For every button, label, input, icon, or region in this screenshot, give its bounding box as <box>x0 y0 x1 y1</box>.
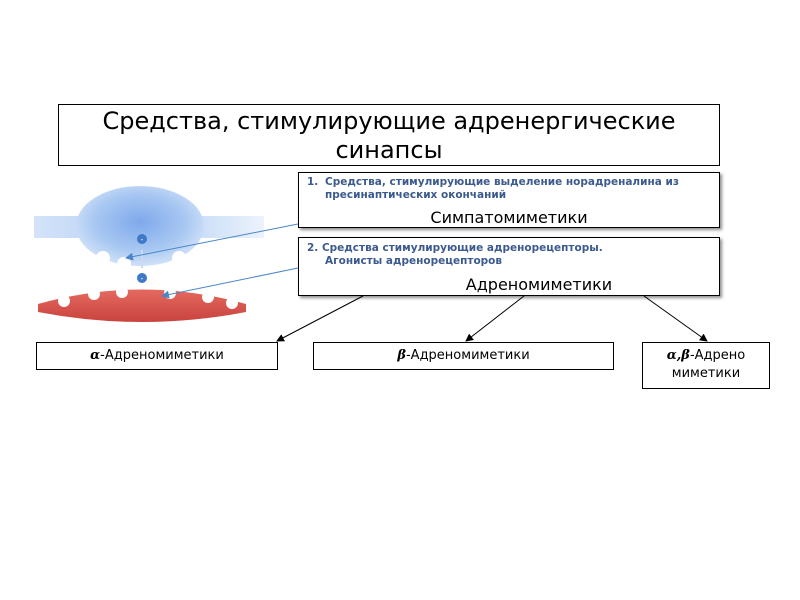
receptor <box>58 295 70 307</box>
subtype-greek: α <box>90 348 100 363</box>
presynaptic-terminal <box>34 186 264 271</box>
subtype-label: -Адреномиметики <box>406 348 530 363</box>
category-box-sympathomimetics: 1.Средства, стимулирующие выделение нора… <box>298 172 720 228</box>
svg-text:-: - <box>141 235 144 244</box>
subtype-alpha-box: α-Адреномиметики <box>36 342 278 370</box>
receptor <box>116 286 128 298</box>
subtype-greek: β <box>397 348 406 363</box>
postsynaptic-membrane <box>38 286 246 322</box>
category-description-line: Средства, стимулирующие выделение норадр… <box>325 176 679 188</box>
category-name: Адреномиметики <box>329 276 749 294</box>
category-description-line: Средства стимулирующие адренорецепторы. <box>322 242 603 254</box>
receptor <box>88 288 100 300</box>
subtype-greek: α,β <box>667 348 690 363</box>
subtype-label: миметики <box>672 366 740 381</box>
category-number: 2. <box>307 242 318 254</box>
category-description: 1.Средства, стимулирующие выделение нора… <box>307 176 715 202</box>
receptor <box>164 287 176 299</box>
page-title: Средства, стимулирующие адренергические … <box>58 104 720 166</box>
receptor <box>226 297 238 309</box>
category-box-adrenomimetics: 2. Средства стимулирующие адренорецептор… <box>298 237 720 296</box>
vesicle <box>96 251 110 265</box>
category-description-line: пресинаптических окончаний <box>325 189 506 201</box>
category-description-line: Агонисты адренорецепторов <box>325 255 502 267</box>
subtype-alpha-beta-box: α,β-Адрено миметики <box>642 342 770 389</box>
svg-text:-: - <box>141 274 144 283</box>
category-number: 1. <box>307 176 325 189</box>
subtype-label: -Адреномиметики <box>100 348 224 363</box>
category-description: 2. Средства стимулирующие адренорецептор… <box>307 242 715 268</box>
subtype-label: -Адрено <box>690 348 745 363</box>
receptor <box>202 291 214 303</box>
vesicle <box>117 257 131 271</box>
subtype-beta-box: β-Адреномиметики <box>313 342 614 370</box>
category-name: Симпатомиметики <box>299 209 719 227</box>
vesicle <box>172 251 186 265</box>
